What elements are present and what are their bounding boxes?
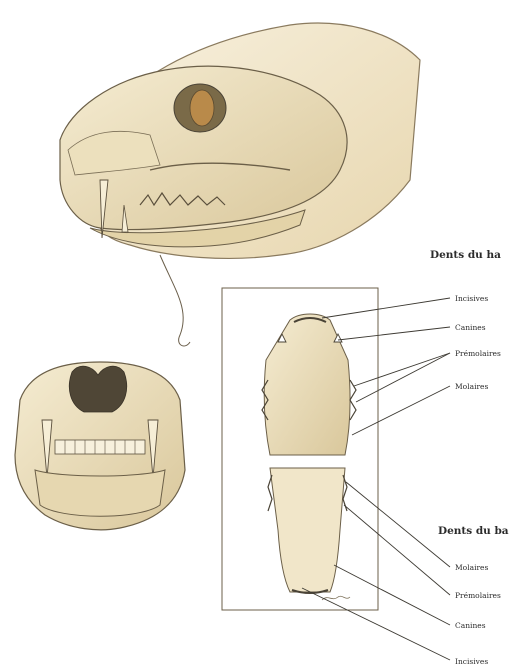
label-upper-incisives: Incisives [455, 294, 488, 303]
label-upper-canines: Canines [455, 323, 486, 332]
front-skull-drawing [15, 362, 185, 530]
leader-lower-incisives [302, 588, 450, 660]
leader-lower-canines [334, 565, 450, 625]
leader-upper-premolaires-a [354, 353, 450, 386]
leader-upper-incisives [322, 298, 450, 318]
upper-jaw-heading: Dents du ha [430, 249, 501, 261]
arch-figure [222, 288, 378, 610]
label-lower-premolaires: Prémolaires [455, 591, 501, 600]
front-lower-jaw [35, 470, 165, 516]
leader-lower-molaires [346, 482, 450, 567]
upper-labels: Dents du ha Incisives Canines Prémolaire… [430, 249, 501, 391]
front-upper-teeth [55, 440, 145, 454]
leader-upper-molaires [352, 386, 450, 435]
side-skull-drawing [60, 23, 420, 346]
label-upper-molaires: Molaires [455, 382, 488, 391]
whisker-line [160, 255, 190, 346]
label-upper-premolaires: Prémolaires [455, 349, 501, 358]
lower-labels: Dents du ba Molaires Prémolaires Canines… [438, 525, 509, 666]
label-lower-molaires: Molaires [455, 563, 488, 572]
label-lower-incisives: Incisives [455, 657, 488, 666]
eye [190, 90, 214, 126]
leader-lower-premolaires [344, 505, 450, 595]
lower-arch-jaw [270, 468, 345, 592]
leader-upper-canines [338, 327, 450, 340]
leader-upper-premolaires-b [356, 353, 450, 402]
label-lower-canines: Canines [455, 621, 486, 630]
lower-jaw-heading: Dents du ba [438, 525, 509, 537]
